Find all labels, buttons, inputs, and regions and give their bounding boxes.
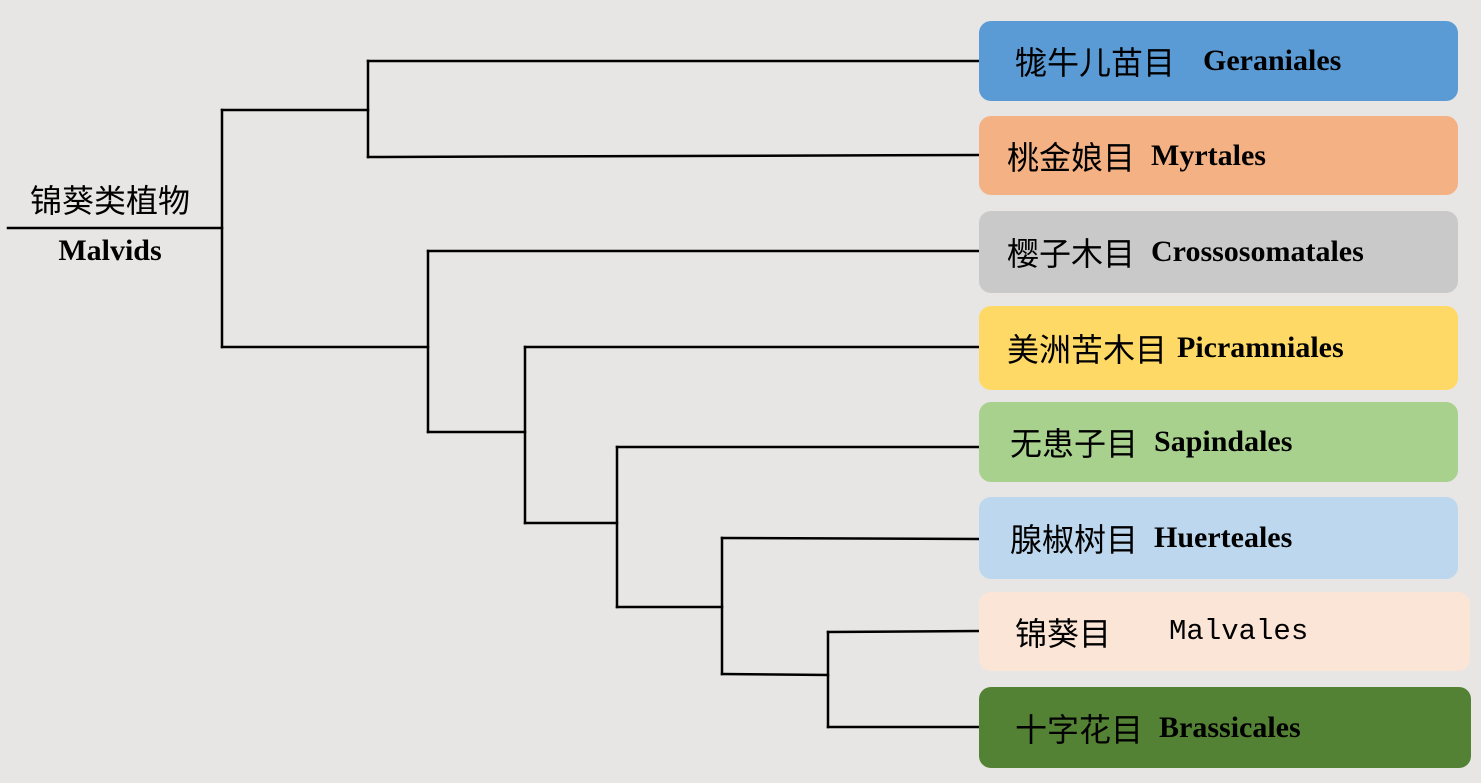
- order-name-en: Malvales: [1169, 615, 1309, 648]
- order-name-zh: 美洲苦木目: [1007, 331, 1168, 369]
- order-name-zh: 无患子目: [1010, 425, 1139, 463]
- order-name-zh: 桃金娘目: [1007, 138, 1136, 177]
- order-name-zh: 樱子木目: [1007, 235, 1136, 273]
- order-sapindales: 无患子目 Sapindales: [979, 402, 1458, 482]
- branch-malvales: [826, 629, 981, 634]
- order-name-en: Huerteales: [1154, 521, 1293, 554]
- order-name-zh: 腺椒树目: [1010, 521, 1139, 559]
- order-myrtales: 桃金娘目 Myrtales: [979, 116, 1458, 195]
- order-name-en: Geraniales: [1203, 44, 1342, 77]
- branch-huerteales: [720, 536, 981, 541]
- order-name-en: Crossosomatales: [1151, 235, 1364, 268]
- order-brassicales: 十字花目 Brassicales: [979, 687, 1471, 768]
- clade-f-stem: [720, 672, 830, 677]
- order-name-en: Brassicales: [1159, 710, 1301, 744]
- order-name-en: Picramniales: [1177, 331, 1344, 364]
- order-picramniales: 美洲苦木目 Picramniales: [979, 306, 1458, 390]
- order-name-zh: 十字花目: [1015, 710, 1144, 749]
- order-name-zh: 锦葵目: [1015, 614, 1112, 653]
- root-name-en: Malvids: [58, 234, 162, 267]
- order-crossosomatales: 樱子木目 Crossosomatales: [979, 211, 1458, 293]
- order-malvales: 锦葵目 Malvales: [979, 592, 1470, 671]
- order-huerteales: 腺椒树目 Huerteales: [979, 497, 1458, 579]
- root-name-zh: 锦葵类植物: [29, 182, 190, 220]
- order-name-en: Sapindales: [1154, 425, 1293, 458]
- order-geraniales: 牻牛儿苗目 Geraniales: [979, 21, 1458, 101]
- branch-myrtales: [366, 153, 981, 159]
- order-name-en: Myrtales: [1151, 138, 1266, 172]
- order-name-zh: 牻牛儿苗目: [1015, 44, 1176, 82]
